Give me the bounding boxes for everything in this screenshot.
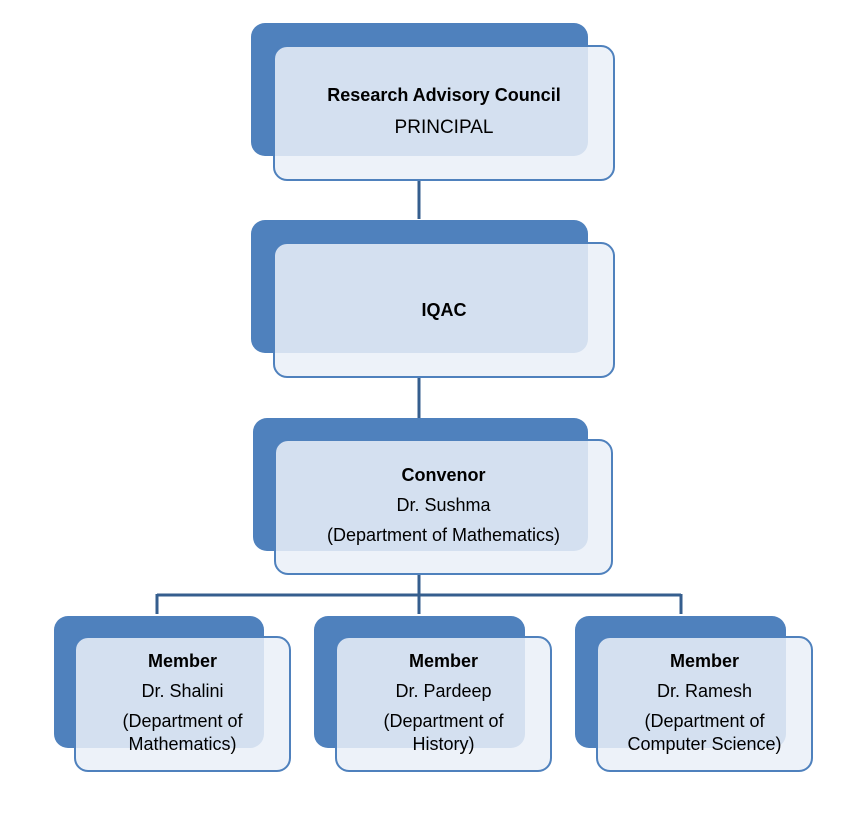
- convenor-role: Convenor: [401, 465, 486, 485]
- member-2-name: Dr. Pardeep: [395, 681, 492, 701]
- member-3-dept-line2: Computer Science): [627, 734, 782, 754]
- convenor-box: Convenor Dr. Sushma (Department of Mathe…: [274, 439, 613, 575]
- convenor-name: Dr. Sushma: [396, 495, 491, 515]
- member-1-dept-line1: (Department of: [122, 711, 243, 731]
- rac-box: Research Advisory Council PRINCIPAL: [273, 45, 615, 181]
- iqac-title: IQAC: [421, 300, 467, 320]
- member-3-name: Dr. Ramesh: [656, 681, 753, 701]
- member-2-dept-line1: (Department of: [383, 711, 504, 731]
- rac-subtitle: PRINCIPAL: [394, 117, 494, 138]
- member-1-dept-line2: Mathematics): [128, 734, 237, 754]
- iqac-box: IQAC: [273, 242, 615, 378]
- member-2-role: Member: [408, 651, 479, 671]
- member-2-box: Member Dr. Pardeep (Department of Histor…: [335, 636, 552, 772]
- member-3-box: Member Dr. Ramesh (Department of Compute…: [596, 636, 813, 772]
- member-1-role: Member: [147, 651, 218, 671]
- member-2-dept-line2: History): [412, 734, 475, 754]
- member-3-role: Member: [669, 651, 740, 671]
- member-1-box: Member Dr. Shalini (Department of Mathem…: [74, 636, 291, 772]
- member-3-dept-line1: (Department of: [644, 711, 765, 731]
- member-1-name: Dr. Shalini: [141, 681, 224, 701]
- convenor-department: (Department of Mathematics): [326, 525, 561, 545]
- rac-title: Research Advisory Council: [327, 85, 561, 105]
